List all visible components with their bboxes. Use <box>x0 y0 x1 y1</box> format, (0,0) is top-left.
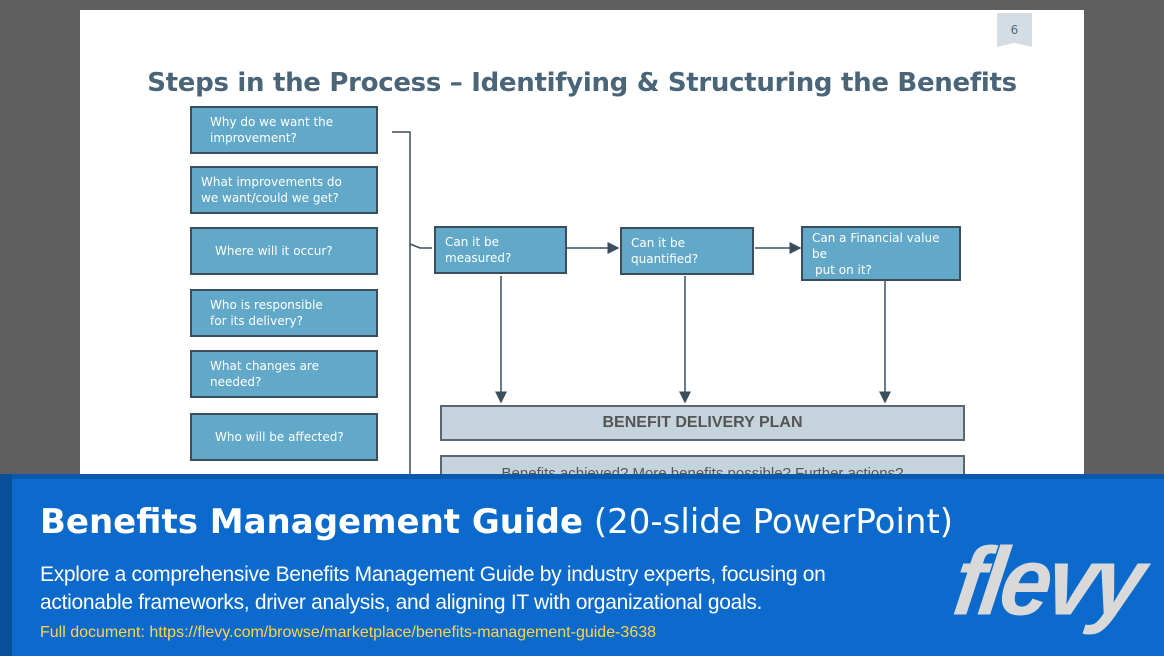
flow-text: Can it be measured? <box>445 235 512 265</box>
bracket-line <box>392 131 411 480</box>
banner-left-edge <box>0 474 12 656</box>
banner-description-line: actionable frameworks, driver analysis, … <box>40 591 763 614</box>
question-box-what-improvements: What improvements do we want/could we get… <box>190 166 378 214</box>
slide: 6 Steps in the Process – Identifying & S… <box>80 10 1084 480</box>
question-text: Where will it occur? <box>215 244 333 258</box>
flow-text: Can a Financial value be <box>812 230 940 261</box>
question-text: Why do we want the <box>210 115 334 129</box>
question-box-what-changes: What changes are needed? <box>190 350 378 398</box>
banner-description-line: Explore a comprehensive Benefits Managem… <box>40 563 826 586</box>
banner-description: Explore a comprehensive Benefits Managem… <box>40 561 860 617</box>
banner-top-edge <box>0 474 1164 479</box>
flow-text: put on it? <box>815 262 872 277</box>
slide-title: Steps in the Process – Identifying & Str… <box>147 68 1017 98</box>
flow-box-quantified: Can it be quantified? <box>620 227 754 275</box>
question-box-why: Why do we want the improvement? <box>190 106 378 154</box>
banner-title: Benefits Management Guide (20-slide Powe… <box>40 502 953 542</box>
document-link[interactable]: Full document: https://flevy.com/browse/… <box>40 624 657 641</box>
promo-banner <box>0 474 1164 656</box>
banner-title-bold: Benefits Management Guide <box>40 502 584 542</box>
question-text: What changes are <box>210 359 319 373</box>
bracket-point <box>409 243 432 249</box>
question-text: Who is responsible <box>210 298 323 312</box>
benefit-delivery-plan: BENEFIT DELIVERY PLAN <box>440 405 965 441</box>
question-box-who-responsible: Who is responsible for its delivery? <box>190 289 378 337</box>
question-box-where: Where will it occur? <box>190 227 378 275</box>
banner-title-light: (20-slide PowerPoint) <box>593 502 954 542</box>
question-text: we want/could we get? <box>201 191 339 205</box>
question-box-who-affected: Who will be affected? <box>190 413 378 461</box>
page-number: 6 <box>997 13 1032 47</box>
question-text: improvement? <box>210 131 297 145</box>
question-text: Who will be affected? <box>215 430 344 444</box>
question-text: for its delivery? <box>210 314 303 328</box>
flow-box-measured: Can it be measured? <box>434 226 567 274</box>
flow-text: Can it be quantified? <box>631 236 699 266</box>
flevy-logo: flevy <box>947 528 1148 636</box>
question-text: needed? <box>210 375 262 389</box>
question-text: What improvements do <box>201 175 342 189</box>
flow-connectors <box>392 131 891 480</box>
